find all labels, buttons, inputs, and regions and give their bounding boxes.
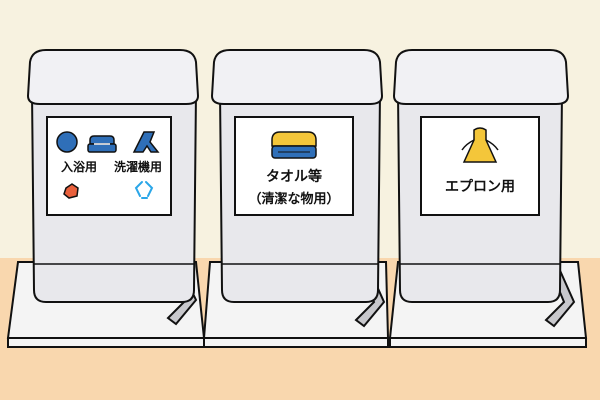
blue-recycle-icon: [134, 181, 154, 199]
bin-2-lid: [210, 49, 384, 105]
bin-1-label-text-2: 洗濯機用: [113, 160, 162, 174]
blue-garment-icon: [132, 131, 160, 153]
bin-2-label-text-1: タオル等: [266, 169, 322, 185]
apron-icon: [461, 127, 499, 163]
blue-towel-icon: [87, 135, 117, 153]
bin-2-label-text-2: （清潔な物用）: [248, 192, 340, 207]
red-wash-icon: [63, 183, 79, 199]
bin-1-icons: [56, 131, 160, 199]
folded-towel-icon: [271, 131, 317, 159]
bin-3-label: エプロン用: [420, 116, 540, 216]
bin-3-lid: [392, 49, 570, 105]
bin-2-label: タオル等 （清潔な物用）: [234, 116, 354, 216]
bin-1-label: 入浴用 洗濯機用: [46, 116, 172, 216]
bin-1-lid: [26, 49, 200, 105]
bin-1-label-text-1: 入浴用: [60, 160, 97, 174]
blue-circle-icon: [56, 131, 78, 153]
bin-3-label-text: エプロン用: [445, 179, 515, 195]
